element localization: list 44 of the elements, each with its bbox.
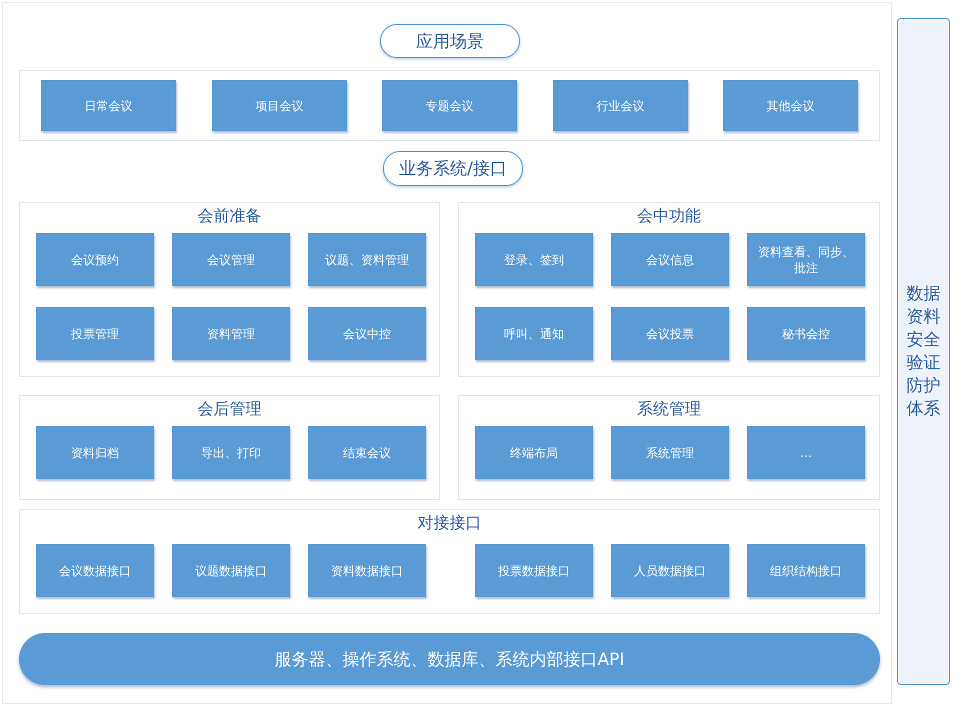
function-box: 资料查看、同步、批注 bbox=[747, 233, 865, 286]
function-box: 资料数据接口 bbox=[308, 544, 426, 597]
panel-heading: 对接接口 bbox=[416, 512, 482, 534]
module-panel bbox=[19, 202, 440, 377]
function-box: 呼叫、通知 bbox=[475, 307, 593, 360]
security-column: 数据资料安全验证防护体系 bbox=[897, 18, 950, 685]
function-box: 会议信息 bbox=[611, 233, 729, 286]
panel-heading: 会中功能 bbox=[636, 205, 702, 227]
function-box: 会议中控 bbox=[308, 307, 426, 360]
function-box: 议题数据接口 bbox=[172, 544, 290, 597]
function-box: 资料归档 bbox=[36, 426, 154, 479]
function-box: 资料管理 bbox=[172, 307, 290, 360]
function-box: 终端布局 bbox=[475, 426, 593, 479]
panel-heading: 会后管理 bbox=[196, 398, 262, 420]
function-box: 投票数据接口 bbox=[475, 544, 593, 597]
module-panel bbox=[458, 395, 880, 500]
function-box: 登录、签到 bbox=[475, 233, 593, 286]
function-box: 人员数据接口 bbox=[611, 544, 729, 597]
function-box: 会议管理 bbox=[172, 233, 290, 286]
module-panel bbox=[458, 202, 880, 377]
function-box: 结束会议 bbox=[308, 426, 426, 479]
section-heading-pill: 应用场景 bbox=[380, 24, 520, 58]
section-heading-pill: 业务系统/接口 bbox=[383, 151, 523, 186]
function-box: 其他会议 bbox=[723, 80, 858, 131]
function-box: 议题、资料管理 bbox=[308, 233, 426, 286]
function-box: 秘书会控 bbox=[747, 307, 865, 360]
function-box: 日常会议 bbox=[41, 80, 176, 131]
function-box: 组织结构接口 bbox=[747, 544, 865, 597]
function-box: 项目会议 bbox=[212, 80, 347, 131]
function-box: 投票管理 bbox=[36, 307, 154, 360]
panel-heading: 会前准备 bbox=[196, 205, 262, 227]
function-box: 专题会议 bbox=[382, 80, 517, 131]
function-box: 行业会议 bbox=[553, 80, 688, 131]
function-box: 会议数据接口 bbox=[36, 544, 154, 597]
scenario-band bbox=[19, 70, 880, 141]
function-box: 系统管理 bbox=[611, 426, 729, 479]
function-box: … bbox=[747, 426, 865, 479]
function-box: 会议投票 bbox=[611, 307, 729, 360]
module-panel bbox=[19, 395, 440, 500]
function-box: 导出、打印 bbox=[172, 426, 290, 479]
function-box: 会议预约 bbox=[36, 233, 154, 286]
platform-bar: 服务器、操作系统、数据库、系统内部接口API bbox=[19, 633, 880, 685]
module-panel bbox=[19, 509, 880, 614]
panel-heading: 系统管理 bbox=[636, 398, 702, 420]
